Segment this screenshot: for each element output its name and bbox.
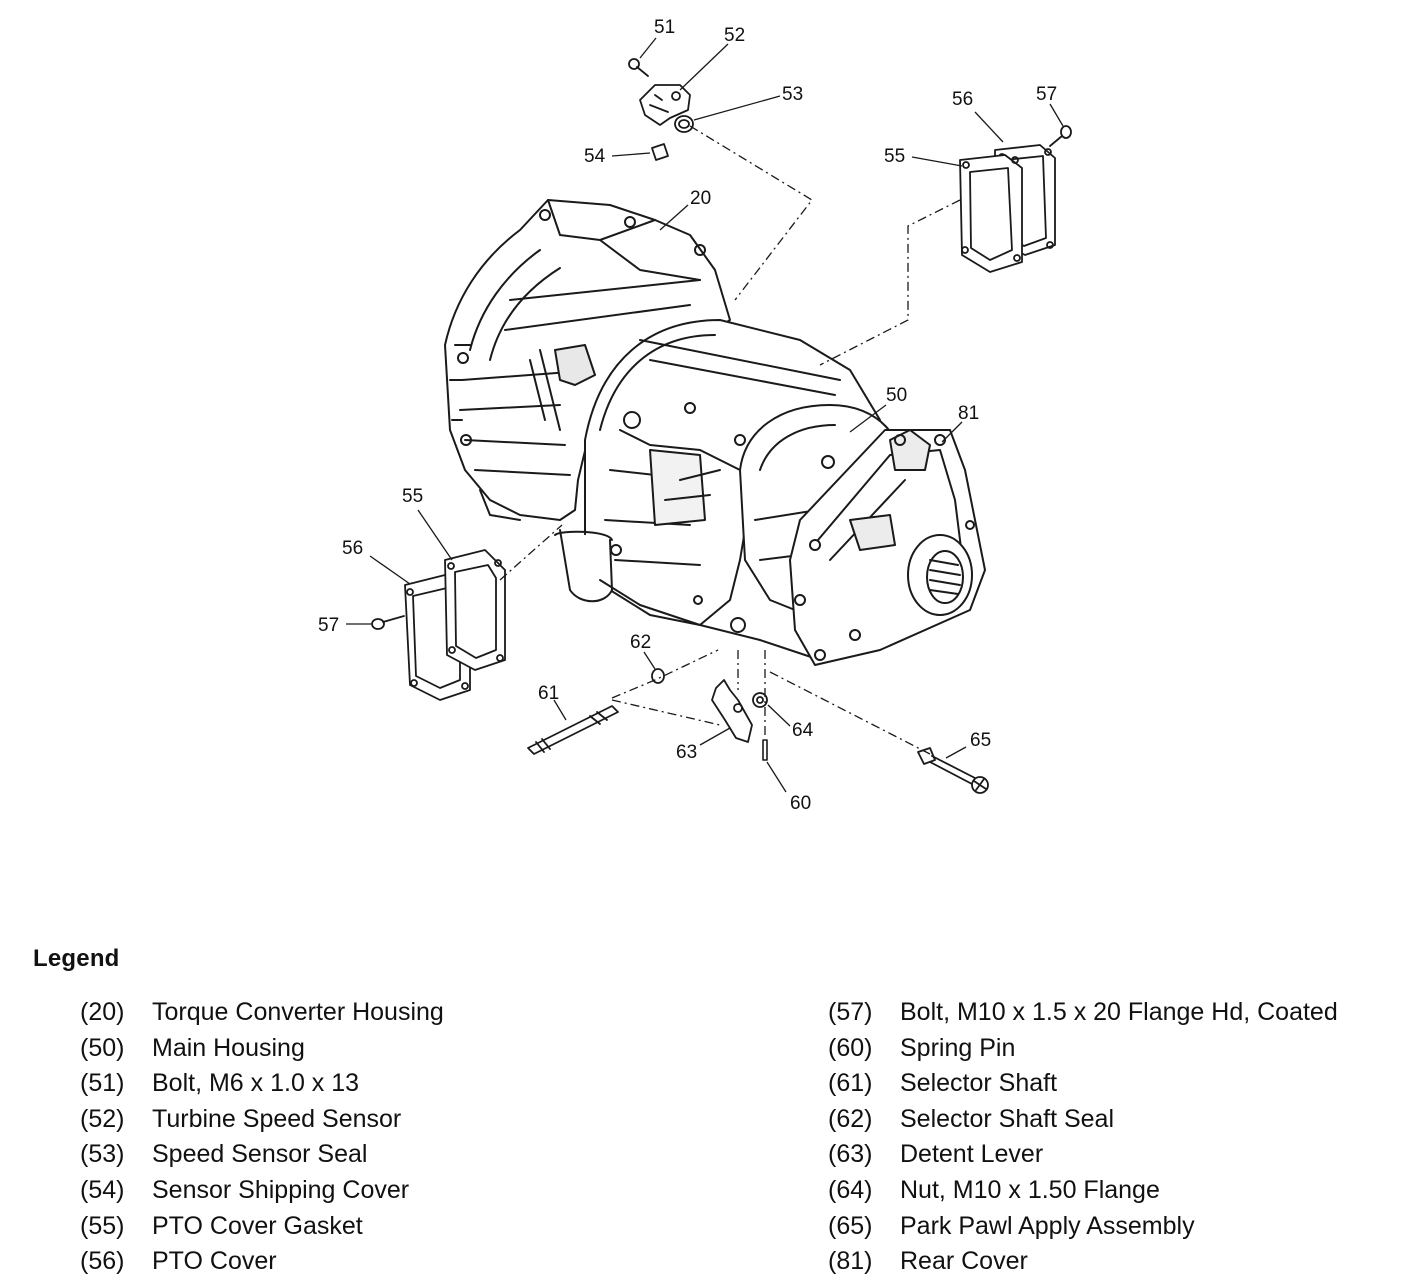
callout-57-upper: 57 (1036, 84, 1057, 105)
legend-item: (55) PTO Cover Gasket (80, 1209, 444, 1245)
callout-62: 62 (630, 632, 651, 653)
callout-81: 81 (958, 403, 979, 424)
legend-item-number: (63) (828, 1140, 873, 1169)
legend-list-right: (57) Bolt, M10 x 1.5 x 20 Flange Hd, Coat… (828, 995, 1338, 1280)
legend-item-number: (65) (828, 1211, 873, 1240)
legend-item-label: Detent Lever (900, 1140, 1044, 1169)
legend-item: (50) Main Housing (80, 1031, 444, 1067)
legend-item-label: Spring Pin (900, 1033, 1016, 1062)
legend-item-label: Selector Shaft (900, 1069, 1058, 1098)
legend-item: (61) Selector Shaft (828, 1066, 1338, 1102)
callout-57-lower: 57 (318, 615, 339, 636)
callout-52: 52 (724, 25, 745, 46)
callout-56-lower: 56 (342, 538, 363, 559)
spring-pin (762, 739, 768, 761)
callout-53: 53 (782, 84, 803, 105)
callout-60: 60 (790, 793, 811, 814)
legend-item-label: Turbine Speed Sensor (152, 1104, 402, 1133)
legend-item: (52) Turbine Speed Sensor (80, 1102, 444, 1138)
legend-item-number: (56) (80, 1247, 125, 1276)
legend-item-label: Rear Cover (900, 1247, 1028, 1276)
legend-item-label: Nut, M10 x 1.50 Flange (900, 1175, 1160, 1204)
legend-item-label: Park Pawl Apply Assembly (900, 1211, 1195, 1240)
callout-63: 63 (676, 742, 697, 763)
callout-55-lower: 55 (402, 486, 423, 507)
bolt-lower (371, 615, 405, 630)
park-pawl-apply-assembly (917, 747, 989, 794)
leader-lines (346, 37, 1064, 793)
legend-item: (65) Park Pawl Apply Assembly (828, 1209, 1338, 1245)
callout-20: 20 (690, 188, 711, 209)
legend-item-number: (54) (80, 1175, 125, 1204)
selector-shaft (527, 705, 619, 755)
legend-item-number: (61) (828, 1069, 873, 1098)
legend-item-number: (62) (828, 1104, 873, 1133)
legend-item: (63) Detent Lever (828, 1137, 1338, 1173)
callout-51: 51 (654, 17, 675, 38)
callout-50: 50 (886, 385, 907, 406)
callout-55-upper: 55 (884, 146, 905, 167)
callout-54: 54 (584, 146, 606, 167)
legend-item: (60) Spring Pin (828, 1031, 1338, 1067)
bolt-m6 (628, 58, 649, 77)
exploded-transmission-diagram: 51 52 53 54 20 56 57 55 50 81 55 56 57 6… (318, 17, 1072, 814)
speed-sensor-seal (674, 115, 694, 133)
legend-list-left: (20) Torque Converter Housing (50) Main Ho… (80, 995, 444, 1280)
callout-65: 65 (970, 730, 991, 751)
sensor-shipping-cover (651, 143, 669, 161)
legend-item-number: (20) (80, 998, 125, 1026)
legend-item-number: (81) (828, 1247, 873, 1276)
torque-converter-housing (444, 199, 731, 521)
callout-61: 61 (538, 683, 559, 704)
legend-item-label: Bolt, M10 x 1.5 x 20 Flange Hd, Coated (900, 998, 1338, 1026)
turbine-speed-sensor (639, 84, 691, 126)
legend-item-label: Speed Sensor Seal (152, 1140, 368, 1169)
callout-64: 64 (792, 720, 814, 741)
legend-item-label: Bolt, M6 x 1.0 x 13 (152, 1069, 360, 1098)
legend-item: (81) Rear Cover (828, 1244, 1338, 1280)
legend-item-number: (51) (80, 1069, 125, 1098)
legend-item-label: Main Housing (152, 1033, 305, 1062)
legend-item: (57) Bolt, M10 x 1.5 x 20 Flange Hd, Coat… (828, 995, 1338, 1031)
legend-item-label: Sensor Shipping Cover (152, 1175, 410, 1204)
legend-item-number: (57) (828, 998, 873, 1026)
assembly-lines (499, 125, 961, 755)
pto-gasket-upper (959, 154, 1023, 273)
callout-56-upper: 56 (952, 89, 973, 110)
legend-item: (64) Nut, M10 x 1.50 Flange (828, 1173, 1338, 1209)
legend-item: (56) PTO Cover (80, 1244, 444, 1280)
rear-cover (739, 404, 986, 666)
legend-item-number: (60) (828, 1033, 873, 1062)
legend-item-number: (52) (80, 1104, 125, 1133)
legend-item-label: PTO Cover (152, 1247, 277, 1276)
legend-title: Legend (33, 945, 120, 972)
legend-item: (20) Torque Converter Housing (80, 995, 444, 1031)
legend-item-label: PTO Cover Gasket (152, 1211, 363, 1240)
bolt-upper (1049, 125, 1072, 147)
nut-m10 (752, 692, 768, 708)
legend-item: (53) Speed Sensor Seal (80, 1137, 444, 1173)
callout-labels: 51 52 53 54 20 56 57 55 50 81 55 56 57 6… (318, 17, 1057, 814)
detent-lever (711, 679, 753, 743)
legend-item: (62) Selector Shaft Seal (828, 1102, 1338, 1138)
legend-item-number: (64) (828, 1175, 873, 1204)
pto-gasket-lower (444, 549, 506, 671)
legend-item-label: Selector Shaft Seal (900, 1104, 1115, 1133)
main-housing (554, 319, 881, 661)
legend-item: (54) Sensor Shipping Cover (80, 1173, 444, 1209)
legend-item-label: Torque Converter Housing (152, 998, 444, 1026)
legend-item-number: (50) (80, 1033, 125, 1062)
legend-item: (51) Bolt, M6 x 1.0 x 13 (80, 1066, 444, 1102)
legend-item-number: (53) (80, 1140, 125, 1169)
legend-item-number: (55) (80, 1211, 125, 1240)
